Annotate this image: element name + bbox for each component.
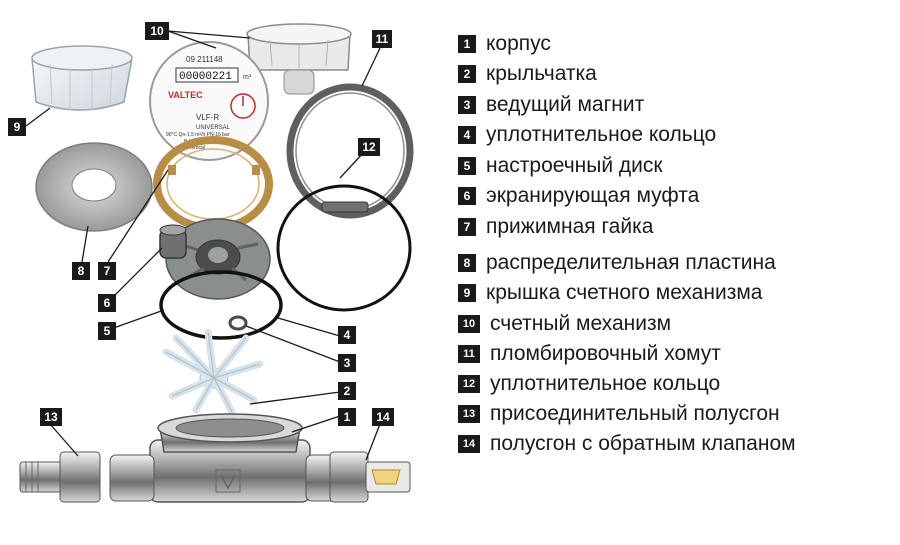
callout-11: 11 [372, 30, 392, 48]
legend-item: 13 присоединительный полусгон [458, 400, 780, 428]
callout-9: 9 [8, 118, 26, 136]
callout-6: 6 [98, 294, 116, 312]
legend-label: корпус [486, 32, 551, 55]
legend-item: 4 уплотнительное кольцо [458, 121, 716, 149]
legend-label: экранирующая муфта [486, 184, 700, 207]
legend-label: настроечный диск [486, 154, 663, 177]
legend-item: 5 настроечный диск [458, 152, 663, 180]
callout-4: 4 [338, 326, 356, 344]
legend-item: 14 полусгон с обратным клапаном [458, 430, 796, 458]
meter-spec-1: UNIVERSAL [196, 125, 231, 131]
legend-item: 3 ведущий магнит [458, 91, 644, 119]
meter-spec-4: A-vertical [184, 145, 205, 151]
meter-model: VLF-R [196, 113, 219, 122]
legend-number: 10 [458, 315, 480, 333]
callout-7: 7 [98, 262, 116, 280]
legend-number: 9 [458, 284, 476, 302]
legend-item: 1 корпус [458, 30, 551, 58]
legend-item: 7 прижимная гайка [458, 213, 653, 241]
meter-counter: 00000221 [179, 71, 232, 83]
callout-12: 12 [358, 138, 380, 156]
legend-item: 2 крыльчатка [458, 60, 597, 88]
meter-dial: 09 211148 00000221 m³ VALTEC VLF-R UNIVE… [149, 41, 269, 161]
callout-10: 10 [145, 22, 169, 40]
legend-label: полусгон с обратным клапаном [490, 432, 796, 455]
legend-label: распределительная пластина [486, 251, 776, 274]
callout-2: 2 [338, 382, 356, 400]
legend-number: 5 [458, 157, 476, 175]
legend-item: 8 распределительная пластина [458, 249, 776, 277]
legend-number: 4 [458, 126, 476, 144]
counter-cover-part [31, 45, 133, 111]
legend-item: 10 счетный механизм [458, 310, 671, 338]
impeller-part [162, 328, 264, 416]
o-ring-lower-part [159, 270, 283, 340]
callout-3: 3 [338, 354, 356, 372]
sealing-clamp-part [286, 83, 414, 219]
legend-label: крышка счетного механизма [486, 281, 763, 304]
legend-label: уплотнительное кольцо [486, 123, 717, 146]
legend-number: 12 [458, 375, 480, 393]
callout-1: 1 [338, 408, 356, 426]
legend-label: присоединительный полусгон [490, 402, 780, 425]
counting-mechanism-part [246, 23, 352, 95]
legend-number: 8 [458, 254, 476, 272]
legend-number: 7 [458, 218, 476, 236]
legend-number: 14 [458, 435, 480, 453]
distribution-plate-part [35, 142, 153, 232]
half-union-part [19, 451, 101, 503]
legend-label: крыльчатка [486, 62, 597, 85]
legend-number: 11 [458, 345, 480, 363]
legend-number: 2 [458, 65, 476, 83]
legend-item: 9 крышка счетного механизма [458, 279, 762, 307]
legend-number: 6 [458, 187, 476, 205]
legend-item: 11 пломбировочный хомут [458, 340, 721, 368]
legend-number: 13 [458, 405, 480, 423]
callout-5: 5 [98, 322, 116, 340]
meter-spec-2: 90°C Qn-1,5 m³/h PN-16 bar [166, 132, 230, 138]
check-valve-union-part [329, 451, 411, 503]
meter-body-part [109, 413, 351, 503]
drive-magnet-part [228, 315, 248, 331]
legend-label: прижимная гайка [486, 215, 654, 238]
legend-number: 3 [458, 96, 476, 114]
meter-unit: m³ [243, 74, 252, 81]
legend-number: 1 [458, 35, 476, 53]
o-ring-upper-part [276, 184, 412, 312]
callout-8: 8 [72, 262, 90, 280]
legend-label: уплотнительное кольцо [490, 372, 721, 395]
adjusting-disc-part [165, 218, 271, 300]
shield-sleeve-part [159, 224, 187, 259]
callout-14: 14 [372, 408, 394, 426]
legend-label: пломбировочный хомут [490, 342, 721, 365]
legend-item: 6 экранирующая муфта [458, 182, 699, 210]
meter-serial: 09 211148 [186, 55, 223, 64]
leader-lines [25, 30, 381, 461]
legend-label: ведущий магнит [486, 93, 645, 116]
meter-brand: VALTEC [168, 90, 203, 100]
legend-label: счетный механизм [490, 312, 672, 335]
legend-item: 12 уплотнительное кольцо [458, 370, 720, 398]
callout-13: 13 [40, 408, 62, 426]
